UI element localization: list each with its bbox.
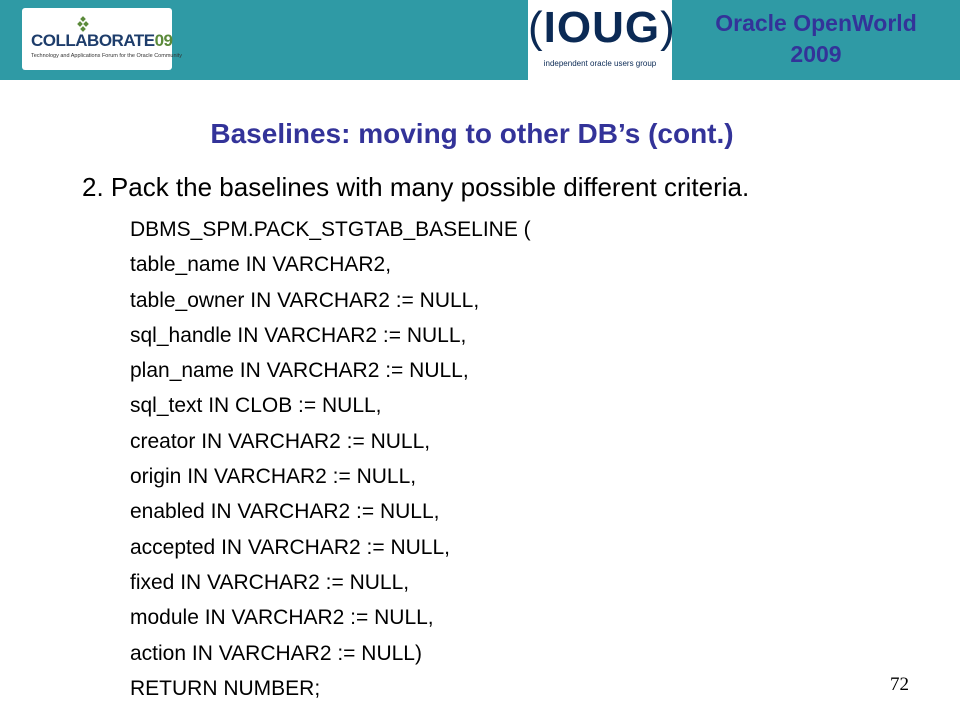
- event-year: 2009: [790, 41, 842, 67]
- code-line: enabled IN VARCHAR2 := NULL,: [130, 500, 440, 524]
- ioug-logo-subtitle: independent oracle users group: [543, 59, 657, 68]
- code-block: DBMS_SPM.PACK_STGTAB_BASELINE ( table_na…: [130, 216, 531, 710]
- bullet-point: 2. Pack the baselines with many possible…: [82, 172, 750, 202]
- code-line: sql_text IN CLOB := NULL,: [130, 394, 382, 418]
- code-line: plan_name IN VARCHAR2 := NULL,: [130, 359, 469, 383]
- code-line: creator IN VARCHAR2 := NULL,: [130, 429, 431, 453]
- page-number: 72: [890, 674, 909, 695]
- ioug-logo-text: (IOUG): [528, 3, 676, 52]
- code-line: fixed IN VARCHAR2 := NULL,: [130, 570, 410, 594]
- code-line: RETURN NUMBER;: [130, 676, 321, 700]
- event-name: Oracle OpenWorld 2009: [672, 8, 960, 70]
- header-band: COLLABORATE09 Technology and Application…: [0, 0, 960, 80]
- slide-title: Baselines: moving to other DB’s (cont.): [210, 118, 734, 149]
- code-line: table_owner IN VARCHAR2 := NULL,: [130, 288, 480, 312]
- collaborate-logo-text: COLLABORATE09: [31, 31, 173, 50]
- code-line: origin IN VARCHAR2 := NULL,: [130, 465, 417, 489]
- code-line: accepted IN VARCHAR2 := NULL,: [130, 535, 450, 559]
- ioug-logo: (IOUG) independent oracle users group: [528, 0, 676, 80]
- code-line: DBMS_SPM.PACK_STGTAB_BASELINE (: [130, 218, 531, 241]
- code-line: sql_handle IN VARCHAR2 := NULL,: [130, 323, 467, 347]
- code-line: action IN VARCHAR2 := NULL): [130, 641, 422, 665]
- code-line: table_name IN VARCHAR2,: [130, 253, 392, 277]
- collaborate-logo-mark: [77, 16, 89, 32]
- code-line: module IN VARCHAR2 := NULL,: [130, 606, 434, 630]
- collaborate-logo-tagline: Technology and Applications Forum for th…: [31, 53, 183, 59]
- collaborate-logo: COLLABORATE09 Technology and Application…: [22, 8, 182, 70]
- event-name-line1: Oracle OpenWorld: [715, 10, 917, 36]
